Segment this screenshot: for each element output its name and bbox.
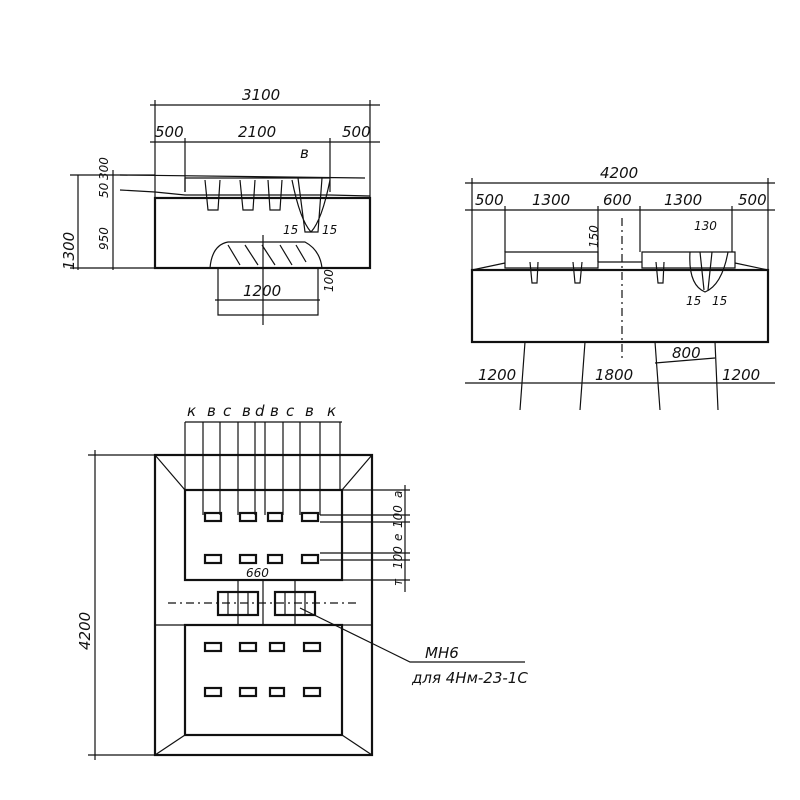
dim-1300-a: 1300	[532, 191, 570, 209]
plan-top-label: d	[255, 402, 265, 420]
dim-1200-left: 1200	[478, 366, 516, 384]
note-mn6: МН6	[425, 644, 459, 662]
plan-side-labels: а 100 е 100 т	[391, 491, 405, 586]
openings	[203, 511, 322, 698]
dim-1300: 1300	[60, 232, 78, 270]
note-for-part: для 4Нм-23-1С	[411, 669, 528, 687]
dim-15-right: 15	[322, 223, 337, 237]
dim-600: 600	[603, 191, 632, 209]
dim-3100: 3100	[242, 86, 280, 104]
dim-2100: 2100	[238, 123, 276, 141]
dim-500-left: 500	[155, 123, 184, 141]
dim-800: 800	[672, 344, 701, 362]
plan-top-label: в	[242, 402, 251, 420]
dim-660: 660	[246, 566, 269, 580]
dim-b: в	[300, 144, 309, 162]
dim-50: 50	[97, 182, 111, 198]
dim-1200-right: 1200	[722, 366, 760, 384]
plan-side-label: а	[391, 491, 405, 498]
plan-side-label: 100	[391, 505, 405, 528]
dim-150: 150	[587, 225, 601, 248]
dim-1300-b: 1300	[664, 191, 702, 209]
dim-15-a: 15	[686, 294, 701, 308]
plan-top-label: с	[223, 402, 232, 420]
dim-4200-plan: 4200	[76, 612, 94, 650]
dim-500-b: 500	[738, 191, 767, 209]
dim-4200-front: 4200	[600, 164, 638, 182]
dim-500-right: 500	[342, 123, 371, 141]
dim-500-a: 500	[475, 191, 504, 209]
dim-1800: 1800	[595, 366, 633, 384]
dim-130: 130	[694, 219, 717, 233]
dim-100: 100	[322, 269, 336, 292]
dim-950: 950	[97, 227, 111, 250]
plan-top-label: к	[327, 402, 336, 420]
plan-top-label: с	[286, 402, 295, 420]
plan-side-label: 100	[391, 546, 405, 569]
plan-top-label: в	[207, 402, 216, 420]
front-view: 4200 500 1300 600 1300 500 130 150 15 15…	[465, 164, 775, 411]
dim-300: 300	[97, 157, 111, 180]
plan-top-label: в	[270, 402, 279, 420]
plan-top-label: к	[187, 402, 196, 420]
dim-15-left: 15	[283, 223, 298, 237]
plan-top-label: в	[305, 402, 314, 420]
side-view: 3100 500 2100 500 в 1300 950 50 300 15 1…	[60, 86, 380, 325]
dim-1200: 1200	[243, 282, 281, 300]
plan-side-label: е	[391, 534, 405, 541]
dim-15-b: 15	[712, 294, 727, 308]
plan-side-label: т	[391, 578, 405, 586]
